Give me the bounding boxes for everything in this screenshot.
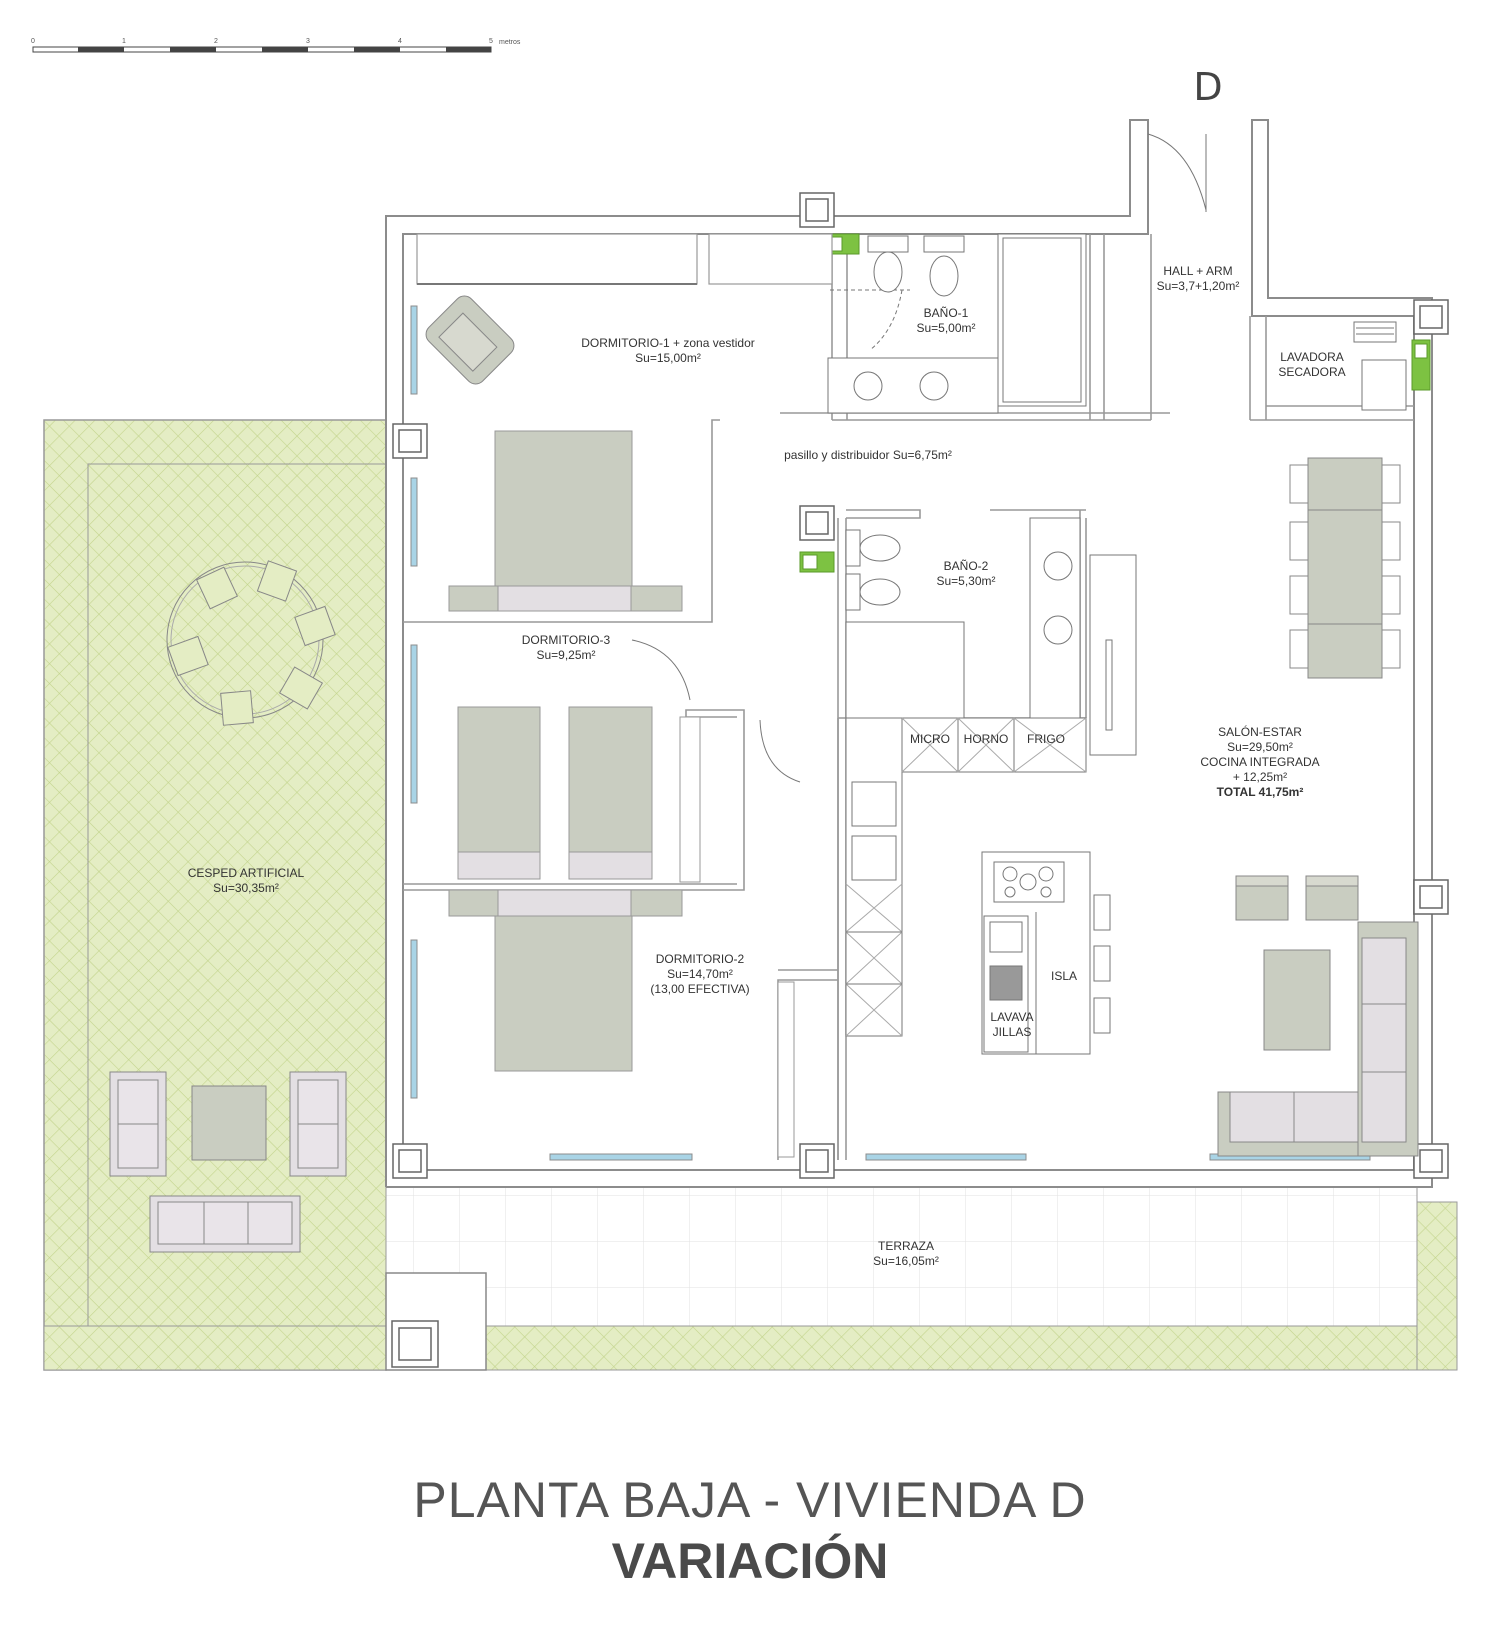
laundry-fixtures	[1353, 321, 1407, 411]
laundry-label-1: LAVADORA	[1280, 350, 1344, 364]
plan-title: PLANTA BAJA - VIVIENDA D	[413, 1472, 1087, 1528]
lawn-name: CESPED ARTIFICIAL	[188, 866, 305, 880]
hall-area: Su=3,7+1,20m²	[1157, 279, 1240, 293]
bedroom-2-note: (13,00 EFECTIVA)	[650, 982, 749, 996]
kitchen-name: COCINA INTEGRADA	[1200, 755, 1319, 769]
living-total: TOTAL 41,75m²	[1217, 785, 1304, 799]
kitchen-dishwasher-1: LAVAVA	[990, 1010, 1033, 1024]
vent-boxes	[799, 233, 1431, 573]
scale-tick-2: 2	[214, 38, 218, 45]
doors	[631, 133, 1207, 783]
bedroom-3-name: DORMITORIO-3	[522, 633, 611, 647]
windows	[410, 305, 1371, 1161]
kitchen-oven: HORNO	[964, 732, 1009, 746]
bedroom-3-furniture	[457, 706, 701, 883]
kitchen-dishwasher-2: JILLAS	[993, 1025, 1032, 1039]
kitchen-micro: MICRO	[910, 732, 950, 746]
scale-tick-0: 0	[31, 38, 35, 45]
bedroom-1-furniture	[416, 233, 833, 612]
scale-unit: metros	[499, 39, 521, 46]
scale-tick-3: 3	[306, 38, 310, 45]
scale-bar: 0 1 2 3 4 5 metros	[31, 38, 521, 53]
living-area: Su=29,50m²	[1227, 740, 1293, 754]
bedroom-1-name: DORMITORIO-1 + zona vestidor	[581, 336, 755, 350]
bedroom-1-area: Su=15,00m²	[635, 351, 701, 365]
living-name: SALÓN-ESTAR	[1218, 724, 1302, 739]
garden-furniture	[109, 560, 347, 1253]
bedroom-2-area: Su=14,70m²	[667, 967, 733, 981]
bedroom-2-furniture	[448, 889, 795, 1158]
garden-area	[43, 419, 1458, 1371]
bath-1-name: BAÑO-1	[924, 306, 969, 320]
kitchen-island: ISLA	[1051, 969, 1077, 983]
plan-subtitle: VARIACIÓN	[611, 1533, 889, 1589]
bath-1-area: Su=5,00m²	[916, 321, 975, 335]
structural-columns	[391, 192, 1449, 1368]
bath-2-name: BAÑO-2	[944, 559, 989, 573]
bathroom-2-fixtures	[845, 517, 1137, 756]
room-labels: HALL + ARM Su=3,7+1,20m² LAVADORA SECADO…	[188, 264, 1346, 1268]
bedroom-2-name: DORMITORIO-2	[656, 952, 745, 966]
terrace-name: TERRAZA	[878, 1239, 934, 1253]
laundry-label-2: SECADORA	[1278, 365, 1345, 379]
bathroom-1-fixtures	[827, 233, 1087, 414]
scale-tick-1: 1	[122, 38, 126, 45]
terrace-area: Su=16,05m²	[873, 1254, 939, 1268]
title-block: PLANTA BAJA - VIVIENDA D VARIACIÓN	[0, 1470, 1500, 1592]
lawn-area: Su=30,35m²	[213, 881, 279, 895]
bath-2-area: Su=5,30m²	[936, 574, 995, 588]
bedroom-3-area: Su=9,25m²	[536, 648, 595, 662]
hallway-label: pasillo y distribuidor Su=6,75m²	[784, 448, 952, 462]
unit-letter: D	[1193, 65, 1222, 109]
dining-furniture	[1289, 457, 1401, 679]
scale-tick-5: 5	[489, 38, 493, 45]
hall-name: HALL + ARM	[1163, 264, 1232, 278]
living-furniture	[1217, 875, 1419, 1157]
scale-tick-4: 4	[398, 38, 402, 45]
kitchen-fridge: FRIGO	[1027, 732, 1065, 746]
kitchen-area: + 12,25m²	[1233, 770, 1287, 784]
kitchen-fixtures	[845, 717, 1111, 1055]
